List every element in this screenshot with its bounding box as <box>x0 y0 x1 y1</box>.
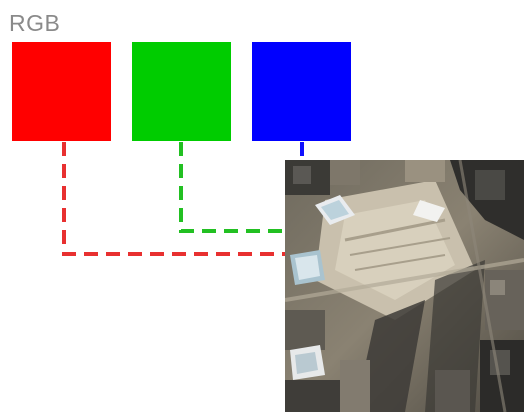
blue-channel-swatch <box>252 42 351 141</box>
green-channel-swatch <box>132 42 231 141</box>
aerial-photo-image <box>285 160 524 412</box>
red-channel-swatch <box>12 42 111 141</box>
diagram-title: RGB <box>9 10 61 36</box>
red-connector <box>62 142 300 256</box>
green-connector <box>179 142 300 233</box>
aerial-photo <box>285 160 524 412</box>
